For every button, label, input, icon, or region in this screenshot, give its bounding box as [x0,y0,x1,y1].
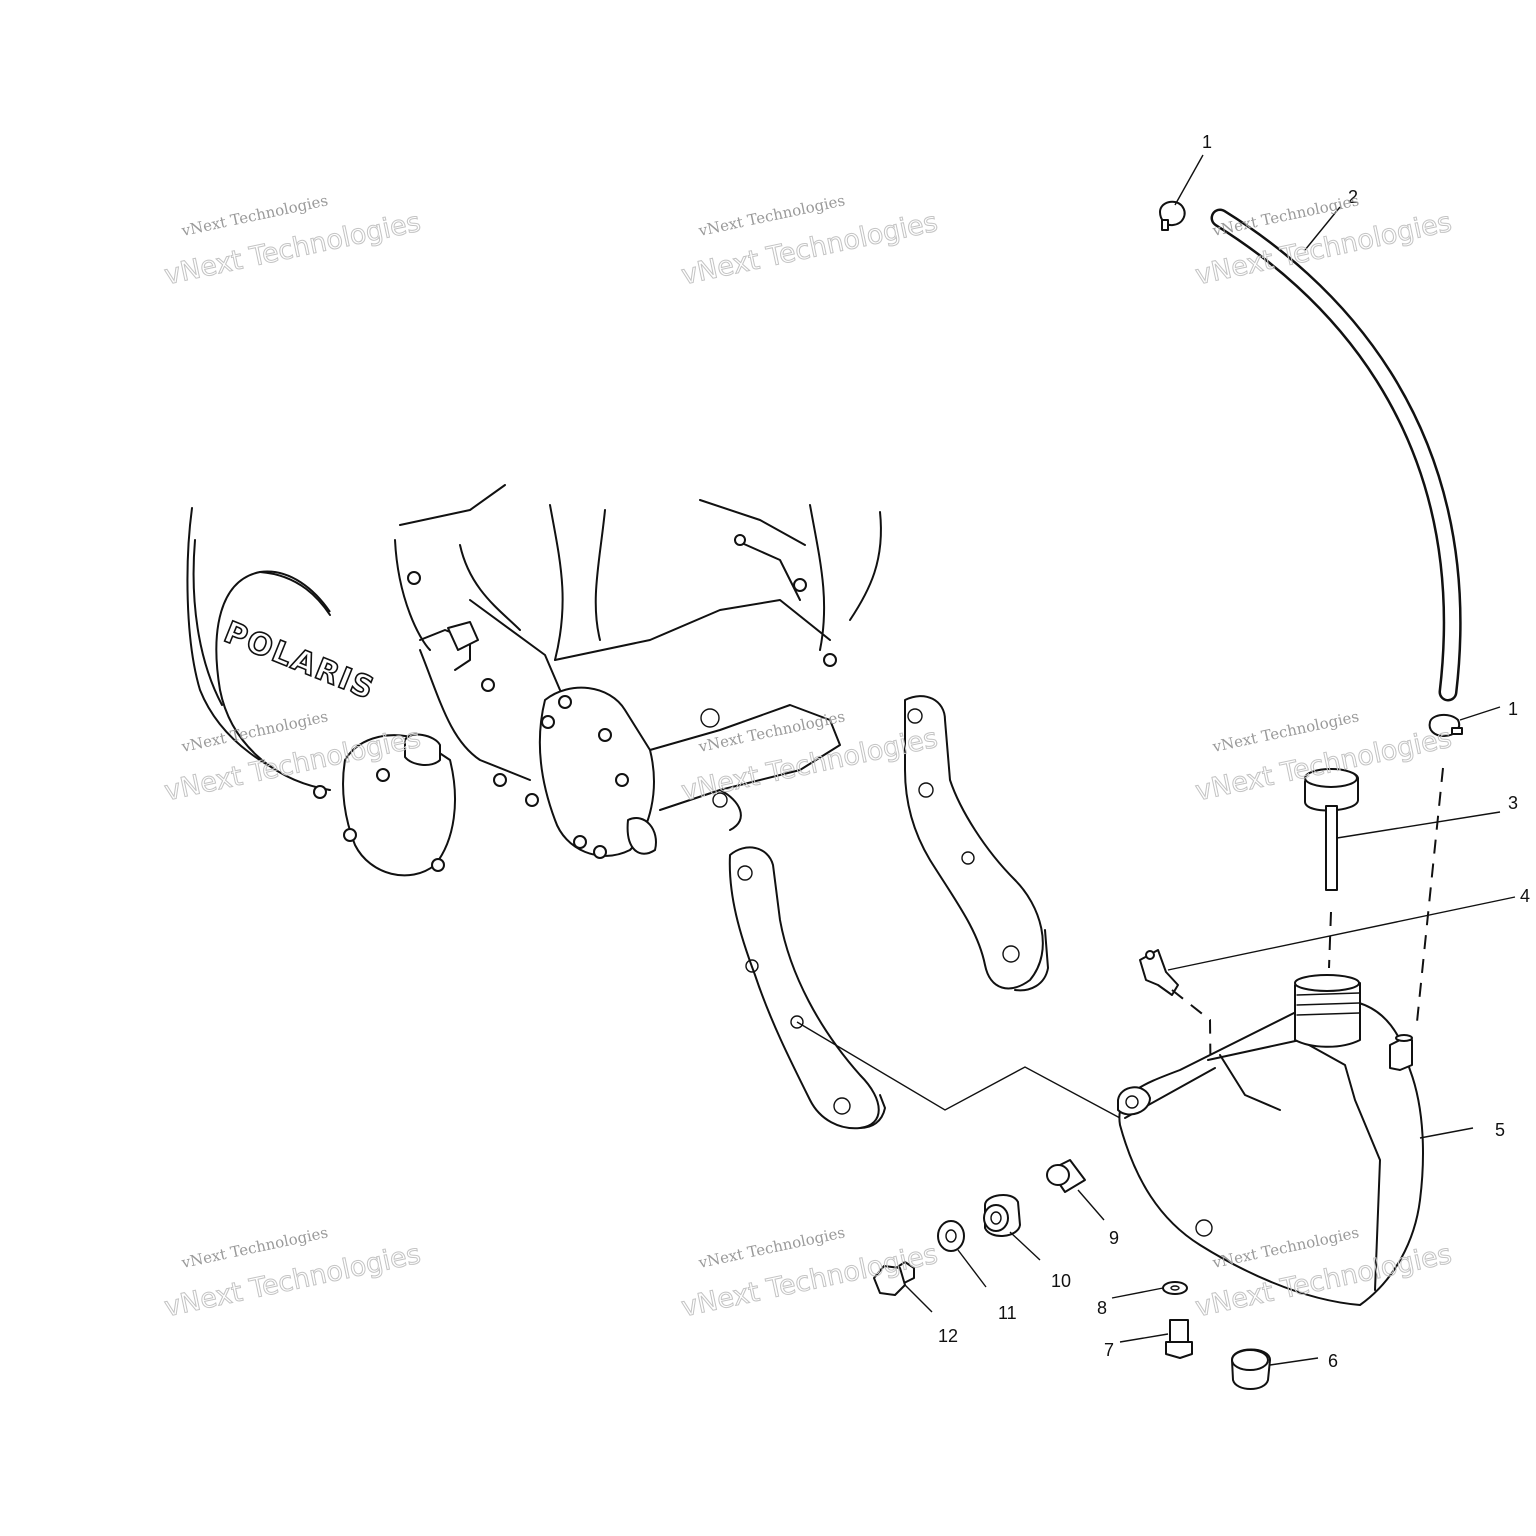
oil-tank [1117,974,1424,1306]
spacer-sleeve [1046,1159,1086,1193]
callout-9: 9 [1109,1228,1119,1248]
callout-labels: 1 2 1 3 4 5 9 10 11 12 8 7 6 [938,132,1530,1371]
small-washer [1162,1281,1188,1295]
callout-1-top: 1 [1202,132,1212,152]
small-bolt [1165,1319,1193,1359]
watermark-1: vNext Technologies vNext Technologies [161,191,424,291]
watermark-2: vNext Technologies vNext Technologies [678,191,941,291]
overflow-hose [1210,208,1462,702]
callout-6: 6 [1328,1351,1338,1371]
callout-5: 5 [1495,1120,1505,1140]
hose-clamp-upper [1159,200,1186,231]
engine-bolts [313,534,837,872]
dipstick-cap [1304,768,1359,891]
flat-washer [937,1220,965,1252]
callout-10: 10 [1051,1271,1071,1291]
callout-2: 2 [1348,187,1358,207]
mounting-grommet [1231,1348,1271,1390]
engine-assembly: POLARIS [186,484,882,877]
elbow-fitting [1139,949,1179,996]
callout-4: 4 [1520,886,1530,906]
callout-7: 7 [1104,1340,1114,1360]
mounting-bracket-upper [904,695,1049,992]
callout-3: 3 [1508,793,1518,813]
callout-1-lower: 1 [1508,699,1518,719]
rubber-grommet [983,1194,1021,1237]
leader-lines [904,154,1516,1366]
callout-8: 8 [1097,1298,1107,1318]
watermark-7: vNext Technologies vNext Technologies [161,1223,424,1323]
watermark-8: vNext Technologies vNext Technologies [678,1223,941,1323]
hose-clamp-lower [1428,714,1463,737]
mounting-bracket-lower [728,846,886,1130]
watermark-5: vNext Technologies vNext Technologies [678,707,941,807]
callout-11: 11 [998,1303,1017,1323]
callout-12: 12 [938,1326,958,1346]
